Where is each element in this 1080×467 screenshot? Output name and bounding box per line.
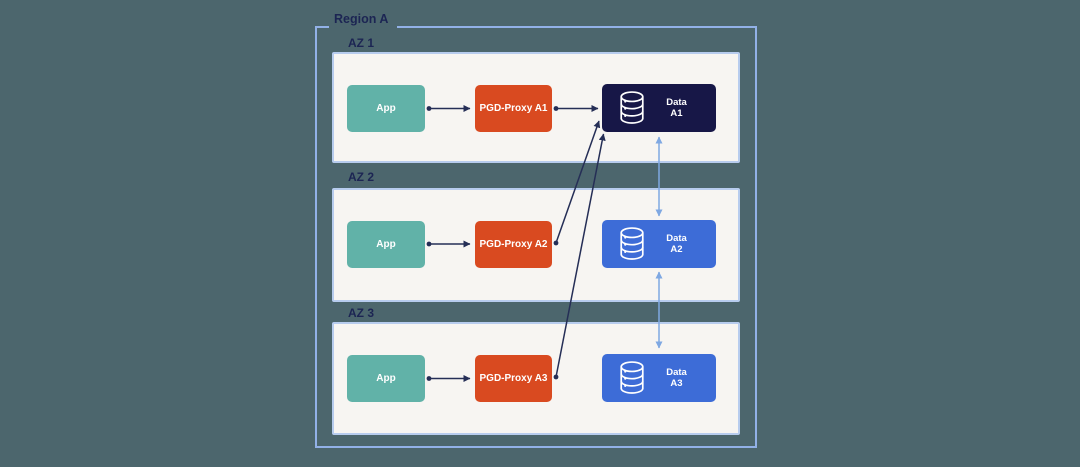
app-node-az3: App: [347, 355, 425, 402]
az1-panel: App PGD-Proxy A1 Data A1: [332, 52, 740, 163]
pgd-proxy-a1-node: PGD-Proxy A1: [475, 85, 552, 132]
region-a-boundary: [315, 26, 757, 448]
az1-label: AZ 1: [348, 36, 375, 50]
az2-label: AZ 2: [348, 170, 375, 184]
app-node-label: App: [376, 239, 396, 250]
app-node-label: App: [376, 103, 396, 114]
data-node-label: Data A3: [666, 367, 687, 389]
az3-panel: App PGD-Proxy A3 Data A3: [332, 322, 740, 435]
region-label: Region A: [329, 9, 398, 29]
database-icon: [620, 227, 644, 260]
data-a3-node: Data A3: [602, 354, 716, 402]
app-node-az2: App: [347, 221, 425, 268]
az2-panel: App PGD-Proxy A2 Data A2: [332, 188, 740, 302]
data-a2-node: Data A2: [602, 220, 716, 268]
data-node-label: Data A2: [666, 233, 687, 255]
pgd-proxy-a2-node: PGD-Proxy A2: [475, 221, 552, 268]
database-icon: [620, 361, 644, 394]
app-node-az1: App: [347, 85, 425, 132]
proxy-node-label: PGD-Proxy A2: [479, 239, 548, 250]
pgd-proxy-a3-node: PGD-Proxy A3: [475, 355, 552, 402]
app-node-label: App: [376, 373, 396, 384]
proxy-node-label: PGD-Proxy A3: [479, 373, 548, 384]
database-icon: [620, 91, 644, 124]
data-node-label: Data A1: [666, 97, 687, 119]
proxy-node-label: PGD-Proxy A1: [479, 103, 548, 114]
az3-label: AZ 3: [348, 306, 375, 320]
data-a1-node: Data A1: [602, 84, 716, 132]
